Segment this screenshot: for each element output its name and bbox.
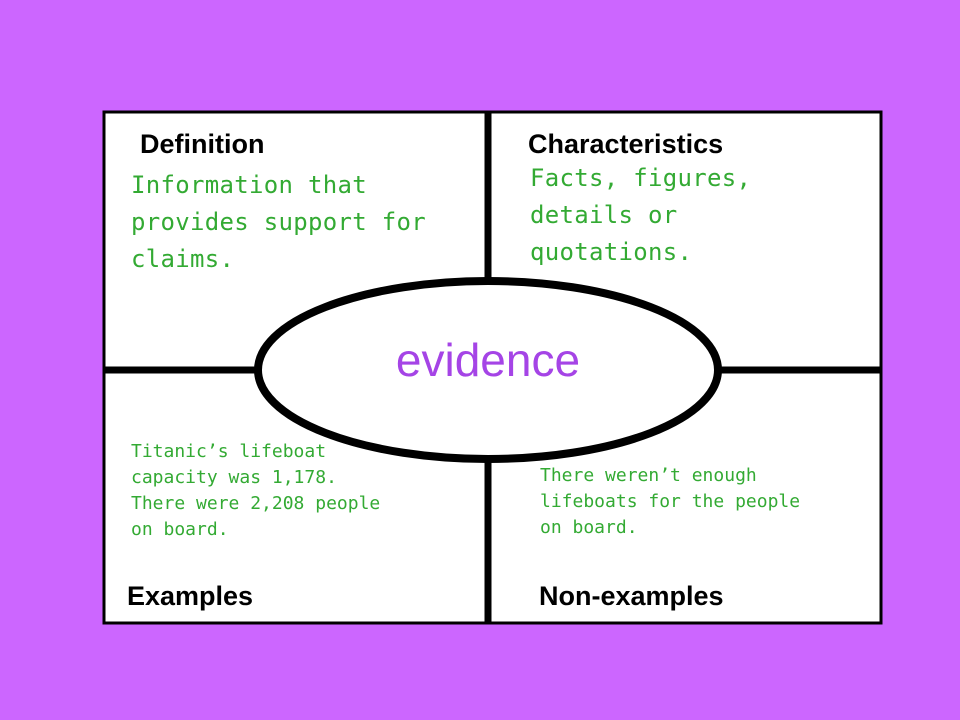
examples-text: Titanic’s lifeboat capacity was 1,178. T… (131, 441, 381, 540)
non-examples-label: Non-examples (539, 581, 724, 611)
characteristics-text: Facts, figures, details or quotations. (530, 164, 752, 266)
definition-label: Definition (140, 129, 265, 159)
definition-text: Information that provides support for cl… (131, 171, 426, 273)
examples-label: Examples (127, 581, 254, 611)
characteristics-label: Characteristics (528, 129, 724, 159)
center-oval (254, 277, 722, 463)
center-word: evidence (395, 334, 581, 386)
non-examples-text: There weren’t enough lifeboats for the p… (540, 465, 801, 538)
